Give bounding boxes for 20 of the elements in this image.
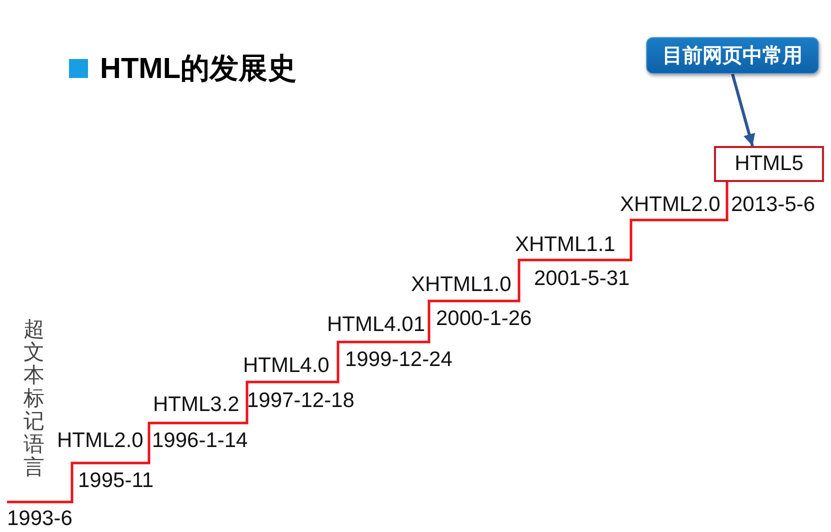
date-label: 2000-1-26: [436, 308, 532, 329]
date-label: 2001-5-31: [534, 268, 630, 289]
version-label: HTML2.0: [57, 430, 144, 451]
date-label: 1997-12-18: [247, 390, 354, 411]
version-label: XHTML2.0: [620, 194, 720, 215]
version-label: XHTML1.1: [515, 234, 616, 255]
date-label: 1993-6: [7, 508, 72, 529]
version-label: XHTML1.0: [411, 274, 512, 295]
date-label: 2013-5-6: [731, 194, 816, 215]
version-label: HTML3.2: [153, 394, 240, 415]
date-label: 1996-1-14: [152, 430, 248, 451]
title-heading: HTML的发展史: [100, 53, 297, 85]
version-label: HTML4.01: [327, 314, 426, 335]
callout-box: 目前网页中常用: [646, 37, 819, 74]
date-label: 1995-11: [78, 470, 154, 491]
version-label: HTML4.0: [243, 355, 330, 376]
vertical-text: 超文本标记语言: [23, 318, 45, 479]
arrow: [731, 74, 756, 146]
date-label: 1999-12-24: [345, 349, 452, 370]
highlight-box: HTML5: [714, 146, 824, 182]
